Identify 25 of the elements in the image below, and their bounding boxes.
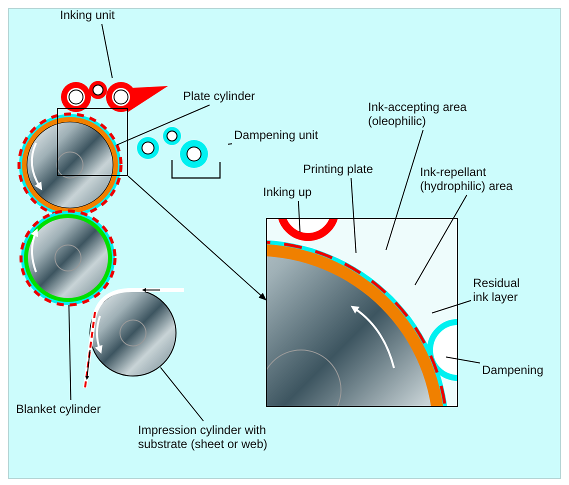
part-label: Dampening unit bbox=[234, 128, 334, 142]
part-label: Impression cylinder with substrate (sheet or web) bbox=[138, 423, 298, 451]
leader-line bbox=[414, 194, 468, 286]
leader-line bbox=[101, 24, 113, 78]
part-label: Residual ink layer bbox=[473, 276, 535, 304]
leader-line bbox=[68, 304, 72, 400]
part-label: Inking up bbox=[263, 185, 333, 199]
leader-line bbox=[432, 300, 472, 314]
part-label: Blanket cylinder bbox=[16, 402, 126, 416]
arrow bbox=[128, 176, 267, 301]
leader-line bbox=[228, 143, 232, 145]
leader-line bbox=[116, 104, 210, 146]
leader-line bbox=[350, 178, 356, 254]
leader-line bbox=[386, 130, 424, 250]
part-label: Plate cylinder bbox=[183, 89, 278, 103]
part-label: Dampening bbox=[482, 363, 557, 377]
plate-detail-drawing bbox=[266, 218, 458, 407]
part-label: Printing plate bbox=[303, 162, 398, 176]
part-label: Ink-accepting area (oleophilic) bbox=[368, 100, 488, 128]
plate-cylinder-drawing bbox=[18, 113, 122, 217]
leader-line bbox=[160, 366, 204, 422]
blanket-cylinder-drawing bbox=[20, 210, 116, 306]
part-label: Ink-repellant (hydrophilic) area bbox=[420, 165, 532, 193]
zoom-frame bbox=[57, 108, 128, 176]
part-label: Inking unit bbox=[60, 8, 140, 22]
